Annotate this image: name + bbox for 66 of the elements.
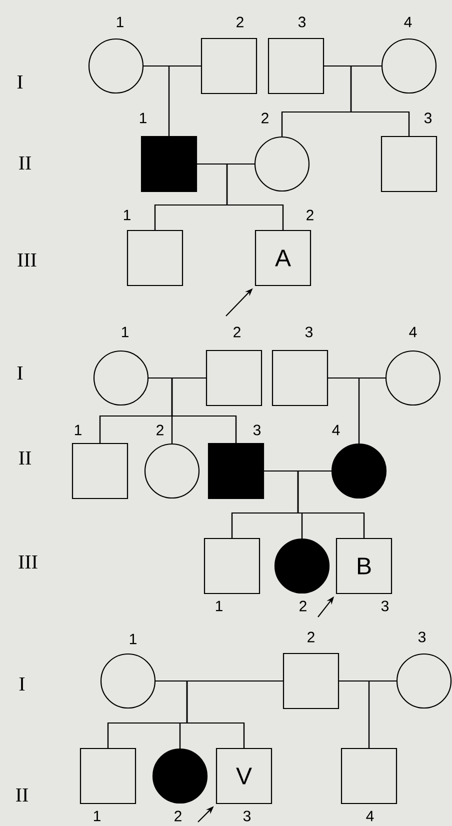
individual-number: 2 <box>174 810 182 822</box>
individual-number: 2 <box>236 16 244 28</box>
generation-label: II <box>16 788 28 802</box>
filled-square-symbol <box>208 442 264 500</box>
square-symbol <box>200 38 258 94</box>
individual-number: 3 <box>253 424 261 436</box>
individual-number: 1 <box>94 810 100 822</box>
filled-circle-symbol <box>274 538 330 594</box>
individual-number: 1 <box>124 210 130 220</box>
individual-number: 2 <box>306 210 314 220</box>
circle-symbol <box>385 350 441 406</box>
individual-number: 4 <box>404 16 412 28</box>
individual-number: 3 <box>418 632 426 642</box>
square-symbol <box>272 350 328 406</box>
descent-line <box>297 470 365 538</box>
individual-number: 2 <box>300 600 306 612</box>
descent-line <box>368 680 396 748</box>
individual-number: 4 <box>366 810 374 822</box>
square-symbol <box>380 136 438 192</box>
individual-number: 1 <box>130 634 136 644</box>
circle-symbol <box>100 653 156 709</box>
generation-label: I <box>17 366 23 380</box>
individual-number: 3 <box>305 326 313 338</box>
individual-number: 3 <box>243 810 251 822</box>
individual-number: 3 <box>424 112 432 124</box>
descent-line <box>168 65 201 136</box>
individual-number: 2 <box>156 424 164 436</box>
circle-symbol <box>93 350 149 406</box>
individual-number: 2 <box>308 632 314 642</box>
circle-symbol <box>88 38 144 94</box>
square-symbol <box>340 748 398 804</box>
individual-number: 2 <box>262 112 268 124</box>
generation-label: III <box>18 253 36 267</box>
descent-line <box>171 377 237 443</box>
descent-line <box>350 65 410 136</box>
individual-number: 1 <box>122 326 128 338</box>
square-symbol <box>80 748 136 804</box>
circle-symbol <box>254 136 310 192</box>
individual-number: 4 <box>332 424 340 436</box>
circle-symbol <box>144 443 200 499</box>
individual-number: 2 <box>234 326 240 338</box>
individual-number: 1 <box>74 424 82 436</box>
individual-number: 3 <box>298 16 306 28</box>
circle-symbol <box>396 653 452 709</box>
individual-number: 1 <box>216 600 222 612</box>
square-symbol <box>126 230 184 286</box>
square-symbol <box>268 38 324 94</box>
individual-number: 4 <box>409 326 417 338</box>
square-symbol <box>282 652 340 710</box>
filled-square-symbol <box>140 136 198 192</box>
square-symbol <box>72 442 128 500</box>
square-symbol <box>206 350 262 406</box>
generation-label: I <box>19 677 25 691</box>
filled-circle-symbol <box>331 443 387 499</box>
descent-line <box>358 377 386 444</box>
generation-label: III <box>18 555 38 569</box>
filled-circle-symbol <box>152 748 208 804</box>
circle-symbol <box>381 38 437 94</box>
individual-number: 1 <box>140 112 146 124</box>
descent-line <box>226 163 284 230</box>
individual-number: 1 <box>116 16 124 28</box>
square-symbol <box>204 538 260 594</box>
generation-label: II <box>19 156 31 170</box>
individual-number: 3 <box>381 600 389 612</box>
generation-label: II <box>19 451 31 465</box>
generation-label: I <box>17 75 23 89</box>
